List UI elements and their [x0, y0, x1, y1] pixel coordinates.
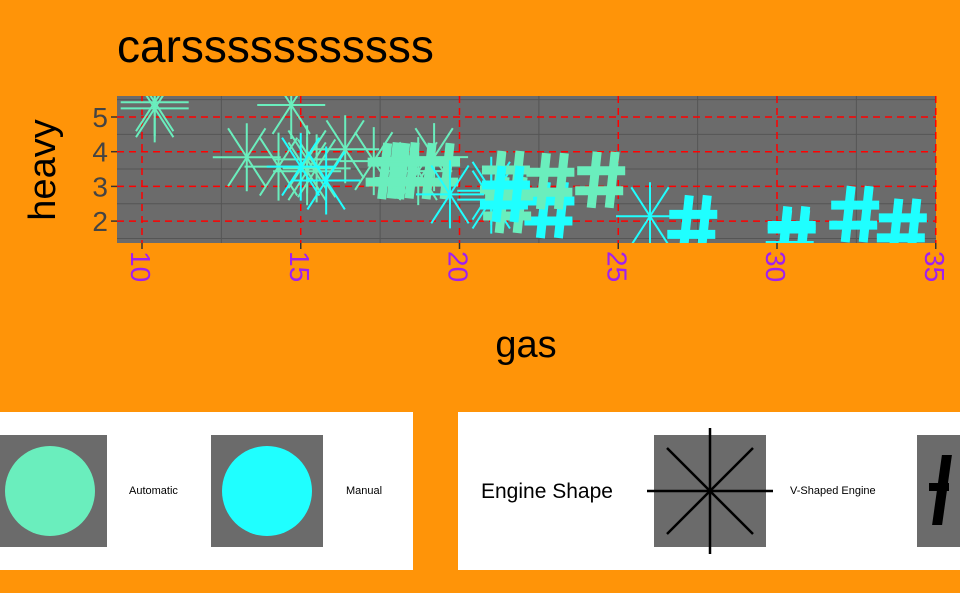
- hash-stroke: [907, 198, 922, 243]
- points-layer: [120, 96, 927, 243]
- asterisk-stroke: [354, 131, 394, 191]
- shape-legend-title: Engine Shape: [481, 480, 613, 503]
- point-hash: [667, 194, 718, 243]
- legend-label-automatic: Automatic: [129, 485, 178, 497]
- asterisk-stroke: [281, 137, 321, 197]
- legend-key-straight: [917, 435, 960, 547]
- point-asterisk: [212, 123, 281, 192]
- point-asterisk: [616, 182, 684, 243]
- hash-stroke: [858, 185, 874, 243]
- hash-stroke: [395, 142, 411, 200]
- x-axis-label: gas: [495, 324, 556, 366]
- hash-stroke: [509, 165, 525, 223]
- shape-legend: Engine Shape V-Shaped Engine: [458, 412, 960, 570]
- chart-title: carsssssssssss: [117, 20, 434, 72]
- point-hash: [575, 151, 626, 209]
- hash-stroke: [439, 142, 455, 200]
- asterisk-stroke: [227, 127, 267, 187]
- asterisk-stroke: [306, 151, 346, 210]
- point-hash: [767, 209, 816, 243]
- point-hash: [876, 198, 927, 243]
- hash-stroke: [586, 151, 602, 209]
- asterisk-icon: [647, 428, 773, 554]
- y-tick-label: 2: [92, 206, 108, 237]
- point-asterisk: [257, 96, 326, 140]
- legend-label-v-shaped: V-Shaped Engine: [790, 485, 876, 497]
- legend-key-manual: [211, 435, 323, 547]
- hash-stroke: [779, 209, 793, 243]
- x-tick-label: 25: [601, 251, 632, 282]
- x-tick-label: 10: [125, 251, 156, 282]
- y-tick-label: 4: [92, 137, 108, 168]
- hash-stroke: [553, 152, 569, 210]
- asterisk-stroke: [287, 141, 327, 201]
- hash-stroke: [491, 165, 507, 223]
- legend-key-automatic: [0, 435, 107, 547]
- hash-stroke: [404, 141, 420, 199]
- asterisk-stroke: [135, 96, 160, 132]
- asterisk-stroke: [414, 127, 454, 187]
- hash-stroke: [604, 151, 620, 209]
- point-asterisk: [339, 127, 408, 196]
- point-asterisk: [292, 146, 361, 215]
- point-hash: [479, 165, 530, 223]
- asterisk-stroke: [631, 186, 670, 243]
- point-asterisk: [415, 160, 484, 229]
- x-tick-label: 15: [284, 251, 315, 282]
- scatter-plot: carsssssssssss 2 34 5 10 15 20 25 30 35 gas heavy: [22, 20, 950, 366]
- color-legend: Automatic Manual: [0, 412, 413, 570]
- hash-stroke: [377, 142, 393, 200]
- point-hash: [829, 185, 880, 243]
- legend-label-manual: Manual: [346, 485, 383, 497]
- point-asterisk: [400, 123, 469, 192]
- y-tick-label: 5: [92, 102, 108, 133]
- hash-stroke: [697, 194, 712, 243]
- hash-stroke: [797, 209, 811, 243]
- x-tick-label: 35: [919, 251, 950, 282]
- hash-stroke: [535, 152, 551, 210]
- point-asterisk: [120, 96, 189, 137]
- point-asterisk: [266, 132, 335, 201]
- asterisk-stroke: [271, 96, 299, 135]
- x-tick-label: 20: [443, 251, 474, 282]
- hash-stroke: [840, 185, 856, 243]
- hash-stroke: [889, 198, 904, 243]
- y-axis-label: heavy: [22, 119, 64, 220]
- x-tick-label: 30: [760, 251, 791, 282]
- asterisk-stroke: [297, 138, 337, 198]
- circle-icon: [5, 446, 95, 536]
- circle-icon: [222, 446, 312, 536]
- hash-stroke: [679, 194, 694, 243]
- asterisk-stroke: [430, 164, 470, 224]
- y-tick-label: 3: [92, 171, 108, 202]
